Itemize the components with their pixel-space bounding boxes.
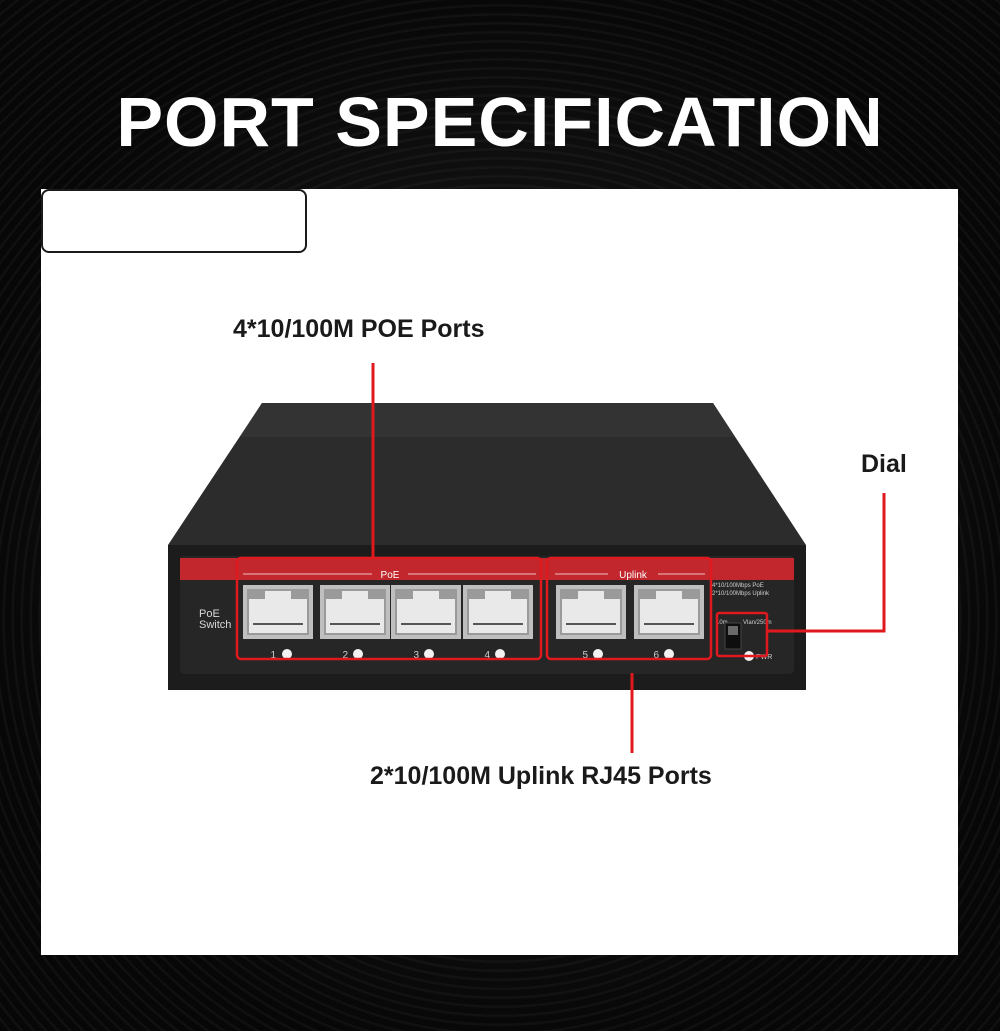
dial-right-label: Vlan/250m: [743, 620, 772, 626]
poe-group-label-bg: [372, 568, 408, 580]
port-led: [424, 649, 434, 659]
rj45-port: [243, 585, 313, 639]
port-number: 4: [484, 650, 490, 661]
switch-red-strip: [180, 558, 794, 580]
uplink-ports-highlight: [545, 556, 713, 661]
page-title: PORT SPECIFICATION: [116, 83, 884, 161]
port-led: [664, 649, 674, 659]
rj45-port: [320, 585, 390, 639]
dial-left-label: 10m: [716, 620, 728, 626]
poe-ports-highlight: [235, 556, 543, 661]
rj45-port: [556, 585, 626, 639]
dial-highlight: [715, 611, 769, 658]
uplink-group-label: Uplink: [619, 570, 648, 581]
poe-group-label: PoE: [381, 570, 400, 581]
port-number: 2: [342, 650, 348, 661]
dial-callout: Dial: [861, 450, 907, 478]
poe-ports-callout: 4*10/100M POE Ports: [233, 315, 485, 343]
switch-top-face: [168, 403, 806, 545]
brand-label-line1: PoE: [199, 608, 220, 620]
port-led: [353, 649, 363, 659]
mode-text-line1: 4*10/100Mbps PoE: [712, 583, 764, 589]
switch-top-shade: [240, 403, 735, 437]
port-number: 3: [413, 650, 419, 661]
port-led: [282, 649, 292, 659]
port-led: [495, 649, 505, 659]
rj45-port: [391, 585, 461, 639]
port-number: 5: [582, 650, 588, 661]
port-number: 6: [653, 650, 659, 661]
uplink-group-label-bg: [608, 568, 658, 580]
brand-label-line2: Switch: [199, 619, 231, 631]
empty-tag-box: [41, 189, 307, 253]
uplink-ports-callout: 2*10/100M Uplink RJ45 Ports: [370, 762, 712, 790]
power-label: PWR: [756, 654, 772, 661]
port-number: 1: [270, 650, 276, 661]
mode-text-line2: 2*10/100Mbps Uplink: [712, 591, 770, 597]
dial-switch-knob: [728, 626, 738, 635]
rj45-port: [634, 585, 704, 639]
dial-callout-line: [767, 493, 886, 633]
rj45-port: [463, 585, 533, 639]
port-led: [593, 649, 603, 659]
